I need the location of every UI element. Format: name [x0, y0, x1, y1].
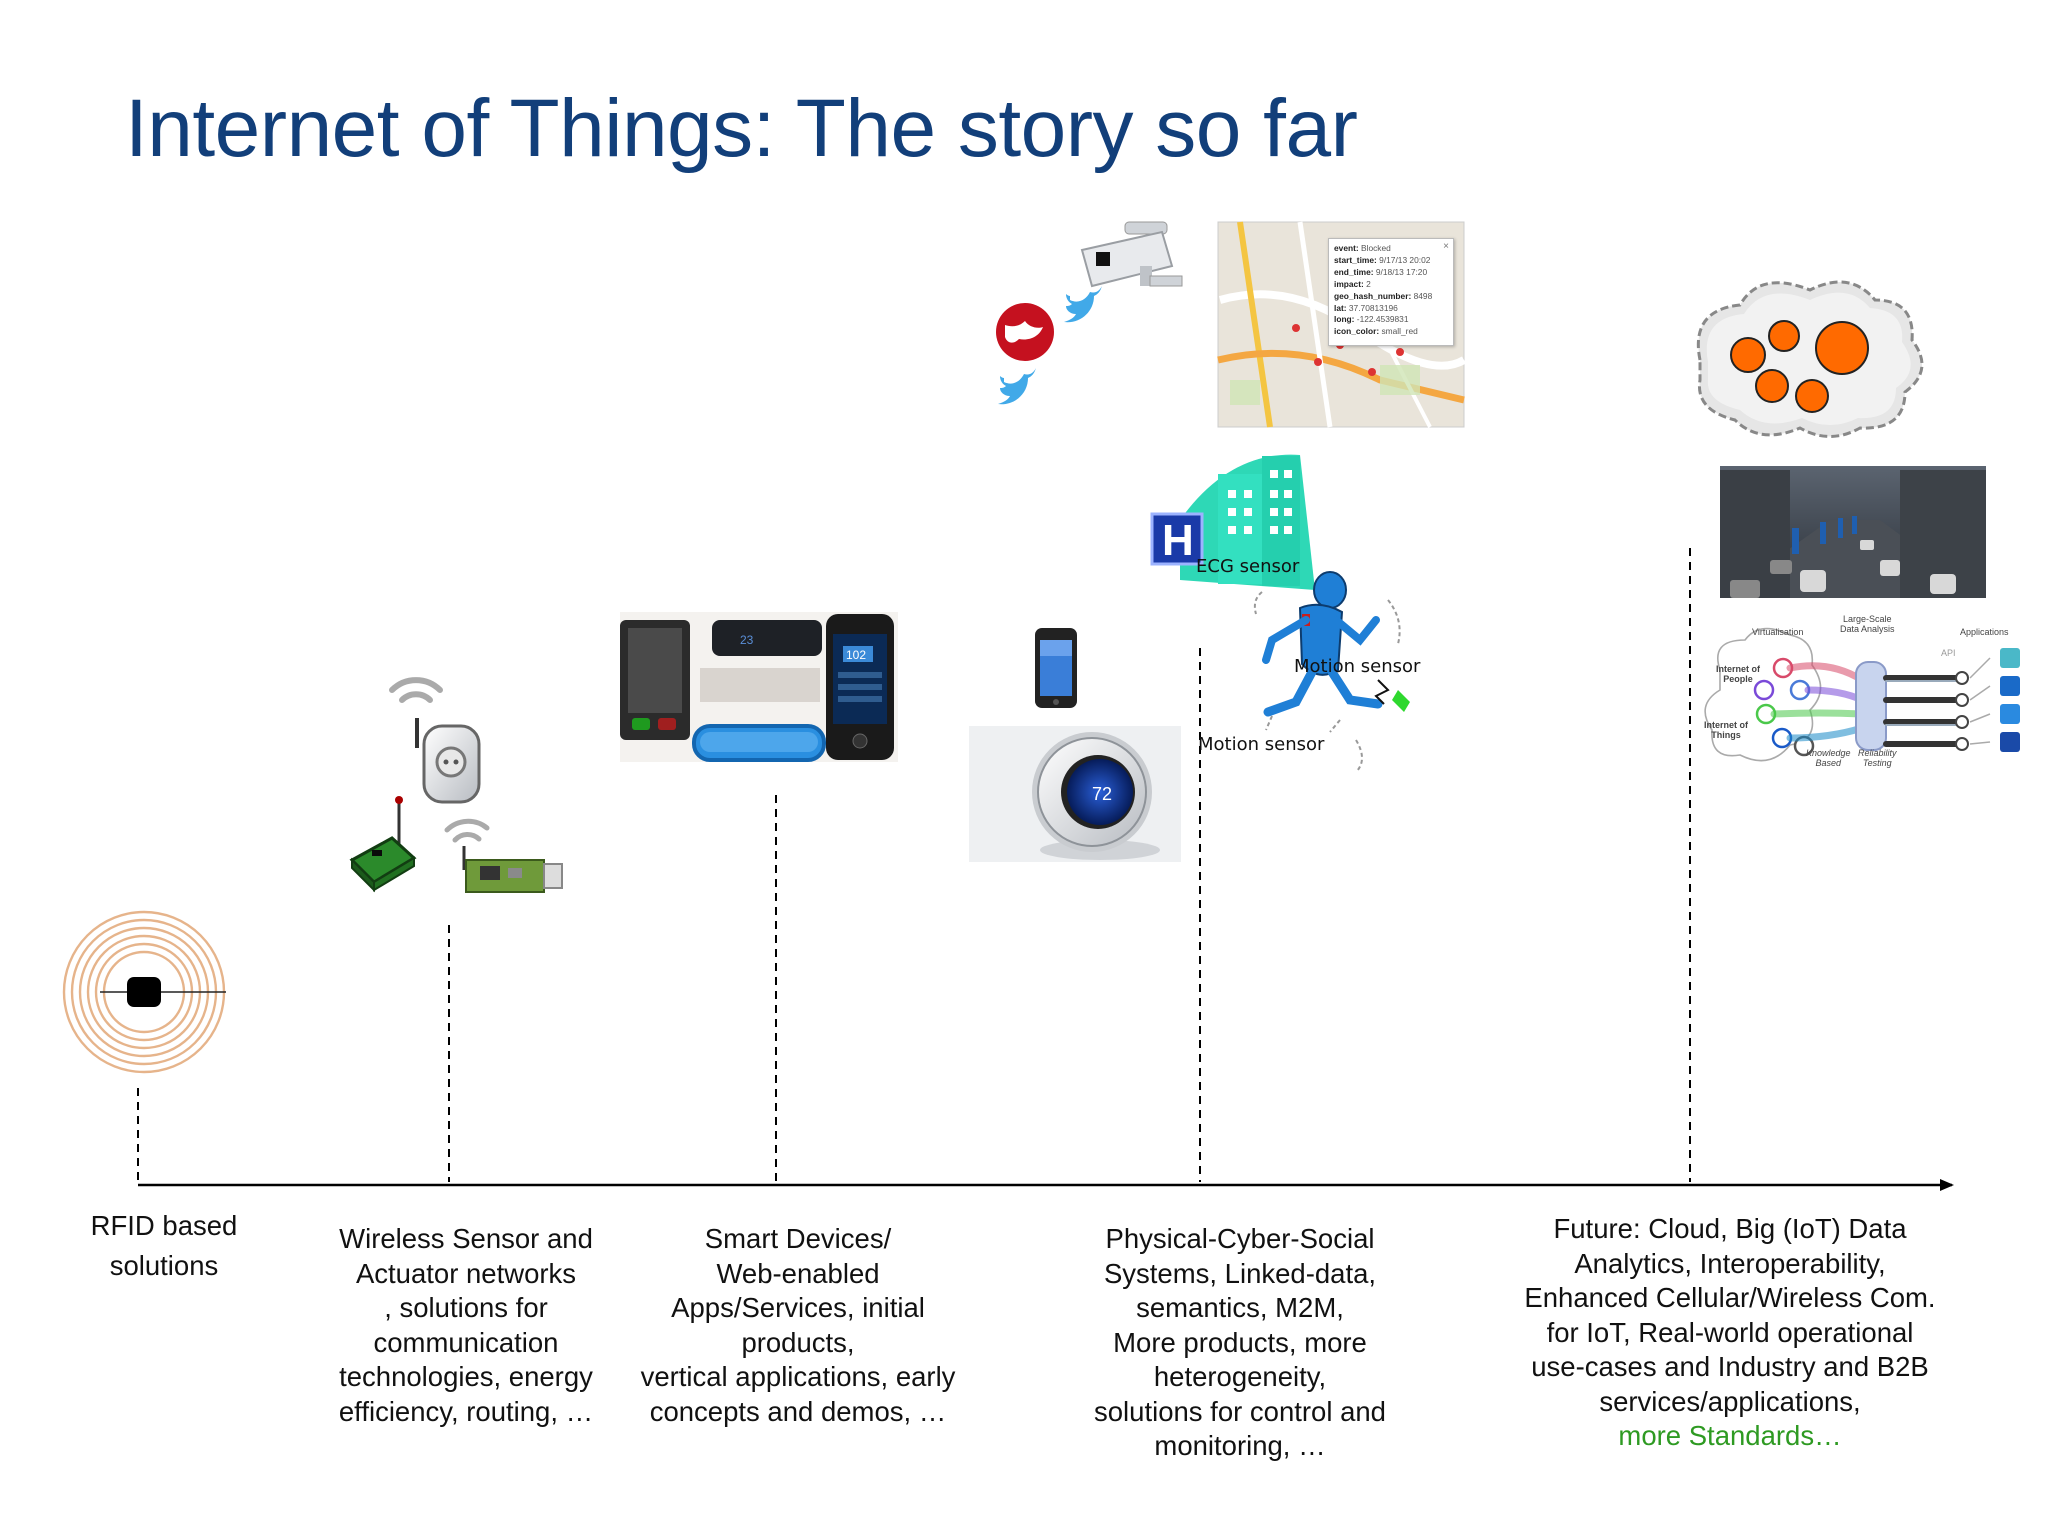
ecg-sensor-label: ECG sensor	[1196, 556, 1300, 577]
caption-line: heterogeneity,	[1153, 1361, 1327, 1392]
hospital-icon: H	[1150, 454, 1315, 590]
caption-line: concepts and demos, …	[649, 1395, 947, 1427]
twitter-bird-icon	[1064, 286, 1102, 323]
caption-line: More products, more	[1113, 1326, 1367, 1358]
motion-sensor-label-2: Motion sensor	[1198, 734, 1325, 755]
caption-line: use-cases and Industry and B2B	[1531, 1351, 1929, 1382]
arch-label-virtualisation: Virtualisation	[1752, 627, 1804, 637]
caption-line: monitoring, …	[1154, 1430, 1326, 1461]
caption-line: RFID based	[90, 1210, 238, 1241]
caption-line: services/applications,	[1599, 1385, 1861, 1417]
phone-reading: 102	[846, 648, 866, 662]
caption-line-standards: more Standards…	[1618, 1420, 1842, 1451]
caption-line: Systems, Linked-data,	[1103, 1257, 1377, 1289]
cloud-dot	[1795, 379, 1829, 413]
caption-line: Smart Devices/	[704, 1223, 892, 1254]
slide-title: Internet of Things: The story so far	[125, 83, 1358, 174]
cctv-camera-icon	[1080, 221, 1183, 288]
caption-line: Web-enabled	[716, 1257, 880, 1289]
caption-line: products,	[741, 1326, 855, 1358]
arch-label-api: API	[1941, 648, 1956, 658]
caption-line: Enhanced Cellular/Wireless Com.	[1524, 1282, 1936, 1313]
tracker-display: 23	[740, 633, 754, 647]
cloud-dot	[1768, 320, 1800, 352]
usb-sensor-board-icon	[444, 818, 563, 893]
map-info-row: end_time: 9/18/13 17:20	[1334, 266, 1428, 277]
map-info-row: event: Blocked	[1334, 243, 1391, 253]
social-icons	[996, 286, 1102, 405]
nest-thermostat-photo: 72	[969, 726, 1181, 862]
cloud-dot	[1815, 321, 1869, 375]
caption-line: Apps/Services, initial	[671, 1292, 925, 1323]
cloud-dot	[1730, 337, 1766, 373]
street-traffic-photo	[1720, 466, 1986, 598]
caption-line: , solutions for	[384, 1292, 548, 1323]
rfid-tag-icon	[62, 910, 226, 1074]
map-info-row: icon_color: small_red	[1334, 326, 1418, 337]
body-sensor-figure	[1253, 571, 1410, 773]
caption-line: Actuator networks	[355, 1257, 577, 1289]
data-cloud-icon	[1696, 280, 1924, 438]
twitter-bird-icon-2	[998, 368, 1036, 405]
caption-line: vertical applications, early	[640, 1361, 956, 1392]
stage-markers	[137, 548, 1691, 1182]
caption-line: Analytics, Interoperability,	[1574, 1247, 1886, 1279]
smart-devices-photo: 23 102	[620, 612, 898, 762]
caption-line: solutions for control and	[1094, 1395, 1386, 1427]
wireless-plug-sensor-icon	[389, 677, 481, 804]
thermostat-reading: 72	[1092, 784, 1112, 804]
map-info-row: long: -122.4539831	[1334, 314, 1409, 325]
caption-line: technologies, energy	[339, 1361, 593, 1392]
caption-line: Wireless Sensor and	[339, 1223, 593, 1254]
hospital-letter: H	[1162, 516, 1194, 565]
caption-line: semantics, M2M,	[1136, 1292, 1344, 1323]
caption-rfid: RFID based solutions	[66, 1206, 262, 1286]
caption-line: Physical-Cyber-Social	[1105, 1223, 1375, 1254]
arch-label-applications: Applications	[1960, 627, 2009, 637]
map-info-row: start_time: 9/17/13 20:02	[1334, 254, 1431, 265]
caption-line: Future: Cloud, Big (IoT) Data	[1553, 1213, 1907, 1244]
map-info-row: lat: 37.70813196	[1334, 302, 1398, 313]
iot-architecture-diagram	[1704, 627, 2020, 762]
iphone-icon	[1035, 628, 1077, 708]
close-icon[interactable]: ×	[1443, 241, 1449, 252]
map-info-row: impact: 2	[1334, 278, 1371, 289]
caption-line: for IoT, Real-world operational	[1546, 1316, 1914, 1348]
cloud-dot	[1755, 369, 1789, 403]
motion-sensor-label: Motion sensor	[1294, 656, 1421, 677]
caption-line: communication	[373, 1326, 559, 1358]
caption-line: efficiency, routing, …	[338, 1395, 594, 1427]
sensor-node-icon	[349, 796, 417, 893]
caption-line: solutions	[109, 1250, 219, 1281]
map-info-row: geo_hash_number: 8498	[1334, 290, 1433, 301]
